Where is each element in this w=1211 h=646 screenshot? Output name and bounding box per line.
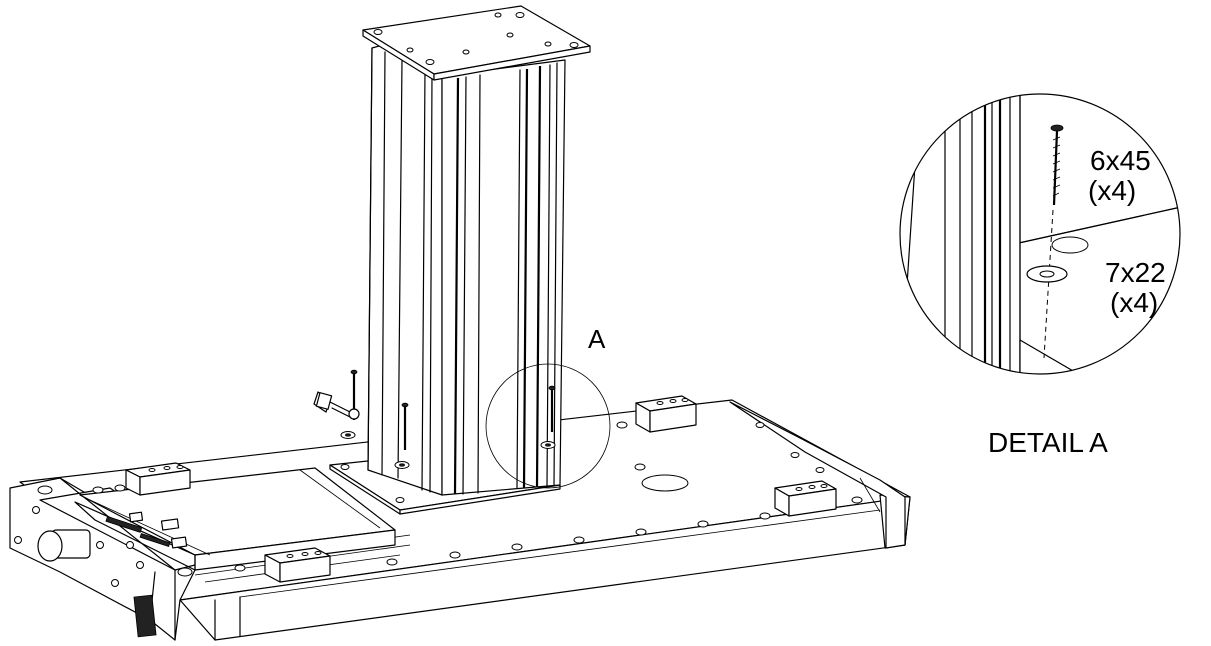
- callout-letter: A: [588, 324, 606, 354]
- callout-circle: [485, 363, 611, 489]
- detail-caption: DETAIL A: [988, 427, 1108, 458]
- washer-qty-label: (x4): [1110, 287, 1158, 318]
- detail-a-view: [899, 93, 1181, 375]
- adjustment-knob: [37, 529, 91, 562]
- mounting-holes: [37, 421, 863, 577]
- screw-size-label: 6x45: [1090, 145, 1151, 176]
- cable-connector: [313, 391, 360, 420]
- spacer-blocks: [125, 395, 837, 583]
- washer-size-label: 7x22: [1105, 257, 1166, 288]
- screw-qty-label: (x4): [1088, 175, 1136, 206]
- aluminum-column: [367, 44, 566, 496]
- detail-labels: 6x45 (x4) 7x22 (x4) DETAIL A: [988, 145, 1166, 458]
- detail-callout: A: [485, 324, 611, 489]
- screw-3: [548, 385, 556, 432]
- column-top-plate: [362, 5, 591, 81]
- detail-circle: [899, 93, 1181, 375]
- screws-and-washers: [340, 369, 556, 469]
- screw-2: [401, 402, 409, 450]
